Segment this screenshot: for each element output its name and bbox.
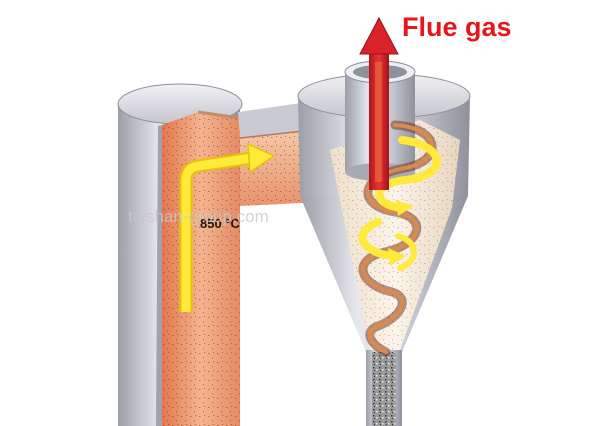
dust-outlet-fill [372,352,396,426]
particle-spiral [358,120,437,357]
gas-flow-arrow [179,142,276,312]
yellow-spiral-arrow-icon [375,136,441,212]
red-up-arrow-icon [359,16,399,55]
temperature-label: 850 °C [200,216,241,231]
flue-gas-arrow [359,16,399,190]
yellow-arrowhead-icon [247,142,276,174]
flue-gas-label: Flue gas [402,12,512,42]
watermark-text: taishan-group.com [128,207,269,226]
riser-lining-edge [156,125,162,426]
vortex-arrows [358,136,441,271]
